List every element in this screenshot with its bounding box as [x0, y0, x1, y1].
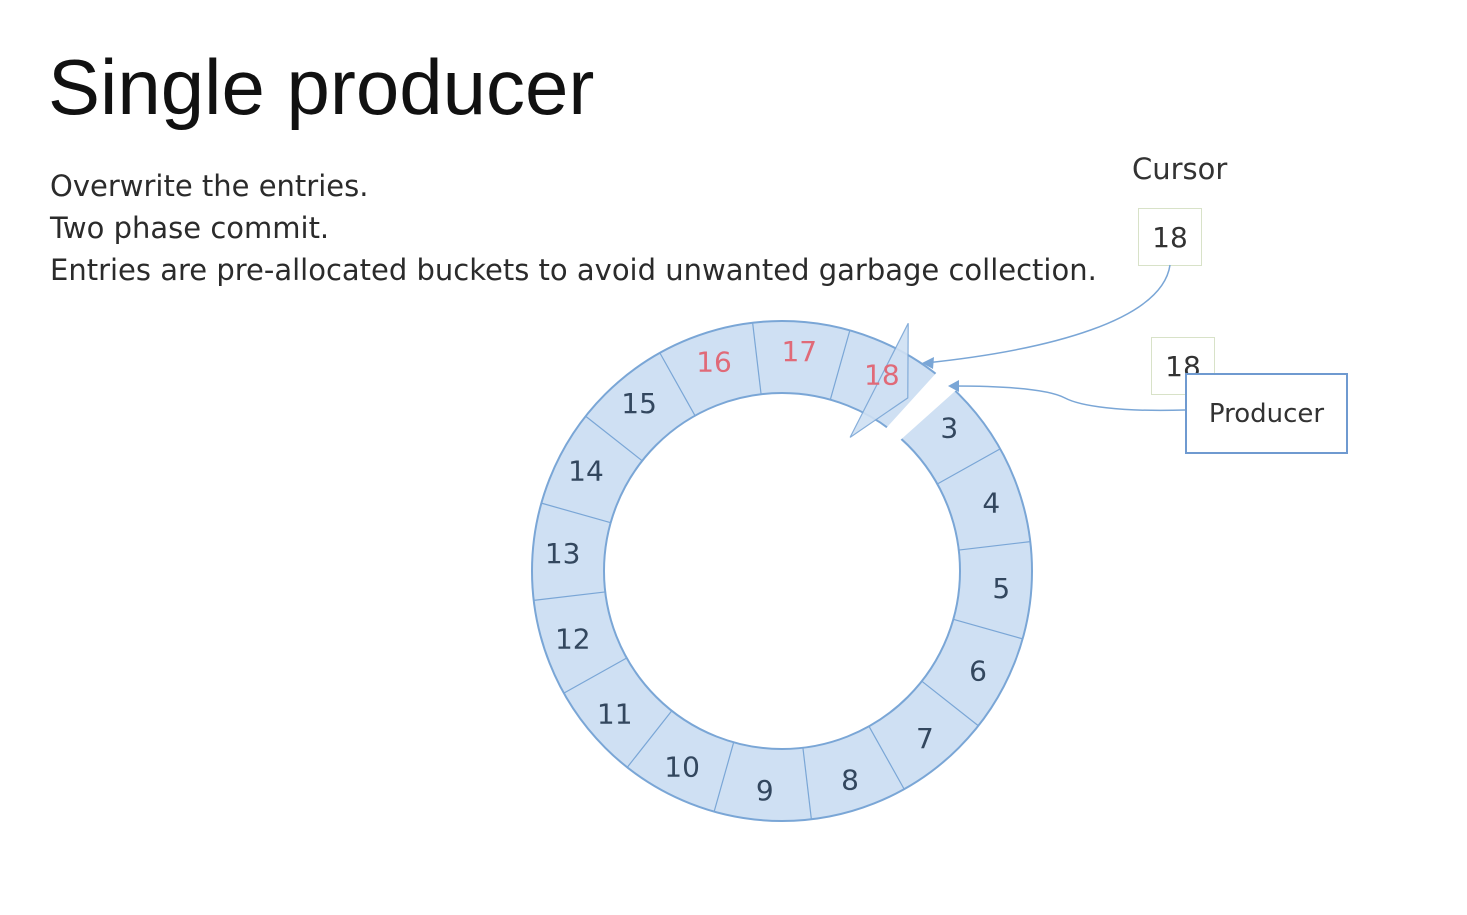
slot-divider	[563, 657, 627, 694]
slot-label: 5	[992, 572, 1010, 605]
slot-label: 18	[864, 358, 900, 391]
slot-label: 9	[756, 774, 774, 807]
slot-divider	[802, 747, 812, 820]
slot-label: 16	[696, 345, 732, 378]
slot-divider	[868, 726, 905, 790]
slot-divider	[953, 618, 1023, 640]
slot-label: 15	[621, 387, 657, 420]
bullet-list: Overwrite the entries. Two phase commit.…	[50, 165, 1097, 291]
slide-title: Single producer	[48, 43, 595, 131]
producer-connector-line	[951, 385, 1186, 412]
ring-background	[530, 320, 1034, 822]
slot-label: 13	[545, 537, 581, 570]
slot-divider	[659, 352, 696, 416]
slot-divider	[937, 448, 1001, 485]
bullet-item: Entries are pre-allocated buckets to avo…	[50, 253, 1097, 287]
ring-slots	[530, 320, 1034, 822]
slot-divider	[533, 591, 606, 601]
cursor-connector-line	[924, 264, 1171, 364]
slot-divider	[829, 330, 851, 400]
slot-label: 12	[555, 622, 591, 655]
producer-sequence-box: 18	[1151, 337, 1215, 395]
producer-connector-arrowhead	[948, 380, 959, 392]
slot-divider	[626, 710, 673, 768]
cursor-value-box: 18	[1138, 208, 1202, 266]
cursor-label: Cursor	[1132, 152, 1228, 186]
bullet-item: Overwrite the entries.	[50, 169, 369, 203]
slot-label: 8	[841, 764, 859, 797]
slot-divider	[752, 322, 762, 395]
slot-label: 14	[568, 455, 604, 488]
slot-divider	[713, 742, 735, 812]
slot-label: 7	[916, 722, 934, 755]
slot-divider	[541, 502, 611, 524]
producer-box: Producer	[1185, 373, 1348, 454]
slot-label: 3	[940, 412, 958, 445]
slot-label: 4	[982, 487, 1000, 520]
bullet-item: Two phase commit.	[50, 211, 330, 245]
ring-break-gap	[884, 369, 960, 442]
slot-divider	[585, 415, 643, 462]
slot-label: 6	[969, 654, 987, 687]
slot-label: 10	[664, 751, 700, 784]
slot-divider	[921, 680, 979, 727]
ring-labels: 3 4 5 6 7 8 9 10 11 12 13 14 15 16 17 18	[545, 335, 1010, 807]
slot-label: 11	[597, 697, 633, 730]
ring-head-arrow	[849, 323, 909, 438]
cursor-connector-arrowhead	[922, 357, 934, 369]
slot-label: 17	[781, 335, 817, 368]
slot-divider	[958, 541, 1031, 551]
